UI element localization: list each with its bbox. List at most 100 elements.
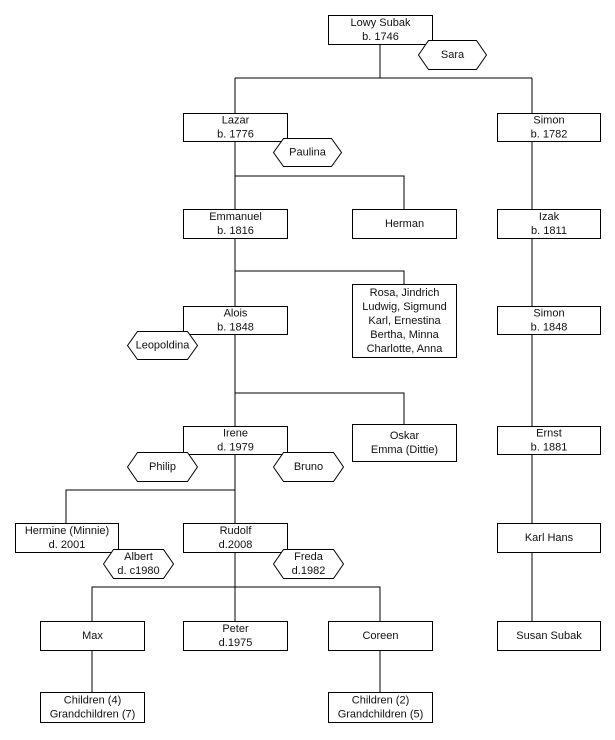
person-label-line: b. 1816	[217, 225, 254, 237]
person-node-karl-hans: Karl Hans	[497, 523, 601, 553]
person-label-line: Karl, Ernestina	[368, 315, 441, 327]
spouse-node-freda: Freda d.1982	[272, 549, 345, 579]
person-node-ernst: Ernst b. 1881	[497, 426, 601, 455]
person-label-line: Susan Subak	[516, 630, 582, 642]
person-node-max: Max	[40, 621, 145, 651]
spouse-hexagon	[126, 452, 199, 482]
person-box	[328, 15, 433, 45]
spouse-node-sara: Sara	[417, 40, 488, 70]
person-box	[183, 306, 288, 335]
person-node-alois: Alois b. 1848	[183, 306, 288, 335]
person-label-line: d.2008	[219, 539, 253, 551]
spouse-node-paulina: Paulina	[272, 138, 343, 167]
connector-line	[65, 489, 235, 523]
person-label-line: Oskar	[390, 430, 420, 442]
person-node-herman: Herman	[352, 209, 457, 239]
person-label-line: Coreen	[362, 630, 398, 642]
person-label-line: Herman	[385, 218, 424, 230]
person-label-line: Grandchildren (7)	[50, 709, 136, 721]
person-box	[497, 621, 601, 651]
spouse-hexagon	[272, 138, 343, 167]
spouse-node-bruno: Bruno	[272, 452, 345, 482]
person-label-line: Sara	[441, 49, 465, 61]
person-box	[183, 426, 288, 455]
spouse-node-albert: Albert d. c1980	[102, 549, 175, 579]
person-label-line: b. 1848	[217, 322, 254, 334]
person-box	[15, 523, 119, 553]
spouse-node-leopoldina: Leopoldina	[126, 331, 199, 360]
spouse-hexagon	[417, 40, 488, 70]
person-node-simon-1848: Simon b. 1848	[497, 306, 601, 335]
person-box	[352, 209, 457, 239]
person-label-line: b. 1782	[531, 129, 568, 141]
person-label-line: d. c1980	[117, 565, 159, 577]
person-node-coreen: Coreen	[328, 621, 433, 651]
person-label-line: b. 1881	[531, 442, 568, 454]
person-label-line: Emmanuel	[209, 211, 262, 223]
person-label-line: Lazar	[222, 115, 250, 127]
person-label-line: Izak	[539, 211, 560, 223]
person-label-line: Emma (Dittie)	[371, 444, 438, 456]
person-label-line: d.1982	[292, 565, 326, 577]
person-box	[497, 113, 601, 142]
person-label-line: Ernst	[536, 428, 562, 440]
person-box	[183, 621, 288, 651]
person-node-hermine: Hermine (Minnie)d. 2001	[15, 523, 119, 553]
spouse-hexagon	[272, 549, 345, 579]
person-label-line: Rudolf	[220, 525, 253, 537]
spouse-hexagon	[102, 549, 175, 579]
person-label-line: Karl Hans	[525, 532, 574, 544]
person-box	[183, 209, 288, 239]
person-node-susan: Susan Subak	[497, 621, 601, 651]
person-label-line: Alois	[224, 308, 248, 320]
spouse-hexagon	[126, 331, 199, 360]
connector-line	[235, 392, 405, 424]
person-label-line: Albert	[124, 551, 153, 563]
person-box	[497, 523, 601, 553]
person-label-line: Peter	[222, 623, 249, 635]
person-box	[40, 621, 145, 651]
person-label-line: Bruno	[294, 461, 323, 473]
person-label-line: b. 1776	[217, 129, 254, 141]
person-node-emmanuel: Emmanuel b. 1816	[183, 209, 288, 239]
person-label-line: Max	[82, 630, 103, 642]
person-label-line: Charlotte, Anna	[367, 343, 444, 355]
person-node-lazar: Lazar b. 1776	[183, 113, 288, 142]
person-node-max-children: Children (4) Grandchildren (7)	[40, 692, 145, 723]
person-label-line: Lowy Subak	[351, 17, 411, 29]
person-box	[183, 523, 288, 553]
person-label-line: Leopoldina	[136, 340, 191, 352]
person-label-line: Children (4)	[64, 695, 121, 707]
person-label-line: b. 1848	[531, 322, 568, 334]
connector-line	[91, 586, 235, 621]
person-node-peter: Peter d.1975	[183, 621, 288, 651]
person-label-line: d.1975	[219, 637, 253, 649]
person-box	[328, 692, 433, 723]
connector-line	[235, 175, 405, 209]
person-label-line: Paulina	[289, 147, 327, 159]
person-label-line: Hermine (Minnie)	[25, 525, 109, 537]
person-label-line: Bertha, Minna	[370, 329, 439, 341]
person-label-line: Simon	[533, 308, 564, 320]
person-node-coreen-children: Children (2)Grandchildren (5)	[328, 692, 433, 723]
spouse-hexagon	[272, 452, 345, 482]
person-box	[328, 621, 433, 651]
person-box	[352, 424, 457, 462]
person-box	[40, 692, 145, 723]
person-label-line: Grandchildren (5)	[338, 709, 424, 721]
person-label-line: Philip	[149, 461, 176, 473]
spouse-node-philip: Philip	[126, 452, 199, 482]
person-label-line: d. 1979	[217, 442, 254, 454]
person-box	[497, 306, 601, 335]
person-label-line: b. 1811	[531, 225, 567, 237]
person-node-rudolf: Rudolf d.2008	[183, 523, 288, 553]
person-box	[497, 426, 601, 455]
person-label-line: Freda	[294, 551, 324, 563]
